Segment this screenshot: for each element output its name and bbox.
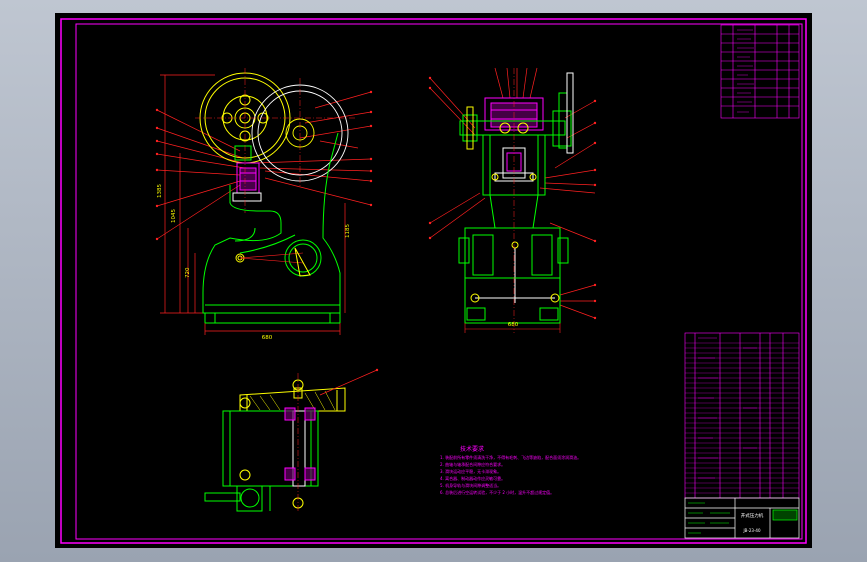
side-leader-lines — [429, 67, 596, 319]
tech-note-line: 3. 滑块运动应平稳，无卡滞现象。 — [440, 468, 501, 474]
front-leader-lines — [156, 91, 372, 240]
bom-text-lines — [698, 337, 757, 479]
detail-housing — [222, 410, 319, 487]
tech-note-line: 5. 机身导轨与滑块间隙调整适当。 — [440, 482, 501, 488]
cad-viewport[interactable]: 680 720 1385 1045 1185 — [55, 13, 812, 548]
dim-side-width: 680 — [508, 322, 519, 328]
front-dimension-lines — [160, 74, 346, 335]
tech-notes-heading: 技术要求 — [460, 445, 484, 453]
side-base — [458, 227, 569, 324]
title-drawing-no: JB-23-40 — [743, 528, 761, 533]
detail-view — [204, 369, 378, 513]
drawing-frame — [60, 18, 807, 544]
detail-motor-shaft — [204, 485, 271, 512]
tech-note-line: 4. 离合器、制动器动作应灵敏可靠。 — [440, 475, 505, 481]
front-center-lines — [195, 68, 355, 213]
bom-parts-list — [684, 332, 800, 499]
dim-b: 1045 — [171, 209, 177, 223]
worm-gear-plate — [239, 387, 346, 412]
tech-note-line: 1. 装配前所有零件须清洗干净，不得有毛刺、飞边等缺陷，配合面须涂润滑油。 — [440, 454, 581, 460]
detail-leader — [319, 369, 378, 396]
ram-slider — [232, 145, 262, 202]
tech-note-line: 2. 曲轴与轴承配合间隙应符合要求。 — [440, 461, 505, 467]
dim-c: 1185 — [345, 224, 351, 238]
press-assembly-drawing: 680 720 1385 1045 1185 — [60, 18, 807, 544]
dim-a: 1385 — [157, 184, 163, 198]
tech-note-line: 6. 总装后进行空运转试验，不少于 2 小时，温升不超过规定值。 — [440, 489, 554, 495]
press-frame-body — [202, 132, 341, 324]
title-main: 开式压力机 — [741, 512, 764, 519]
detail-bearings — [284, 407, 316, 481]
side-dimension — [464, 323, 561, 333]
title-block — [684, 497, 800, 539]
part-number-markers — [155, 76, 597, 372]
dim-front-height: 720 — [185, 267, 191, 278]
front-view: 680 720 1385 1045 1185 — [156, 68, 372, 341]
top-parts-table — [720, 24, 800, 119]
technical-notes: 技术要求 1. 装配前所有零件须清洗干净，不得有毛刺、飞边等缺陷，配合面须涂润滑… — [440, 445, 581, 495]
side-view: 680 — [429, 67, 596, 333]
dim-front-width: 680 — [262, 335, 273, 341]
